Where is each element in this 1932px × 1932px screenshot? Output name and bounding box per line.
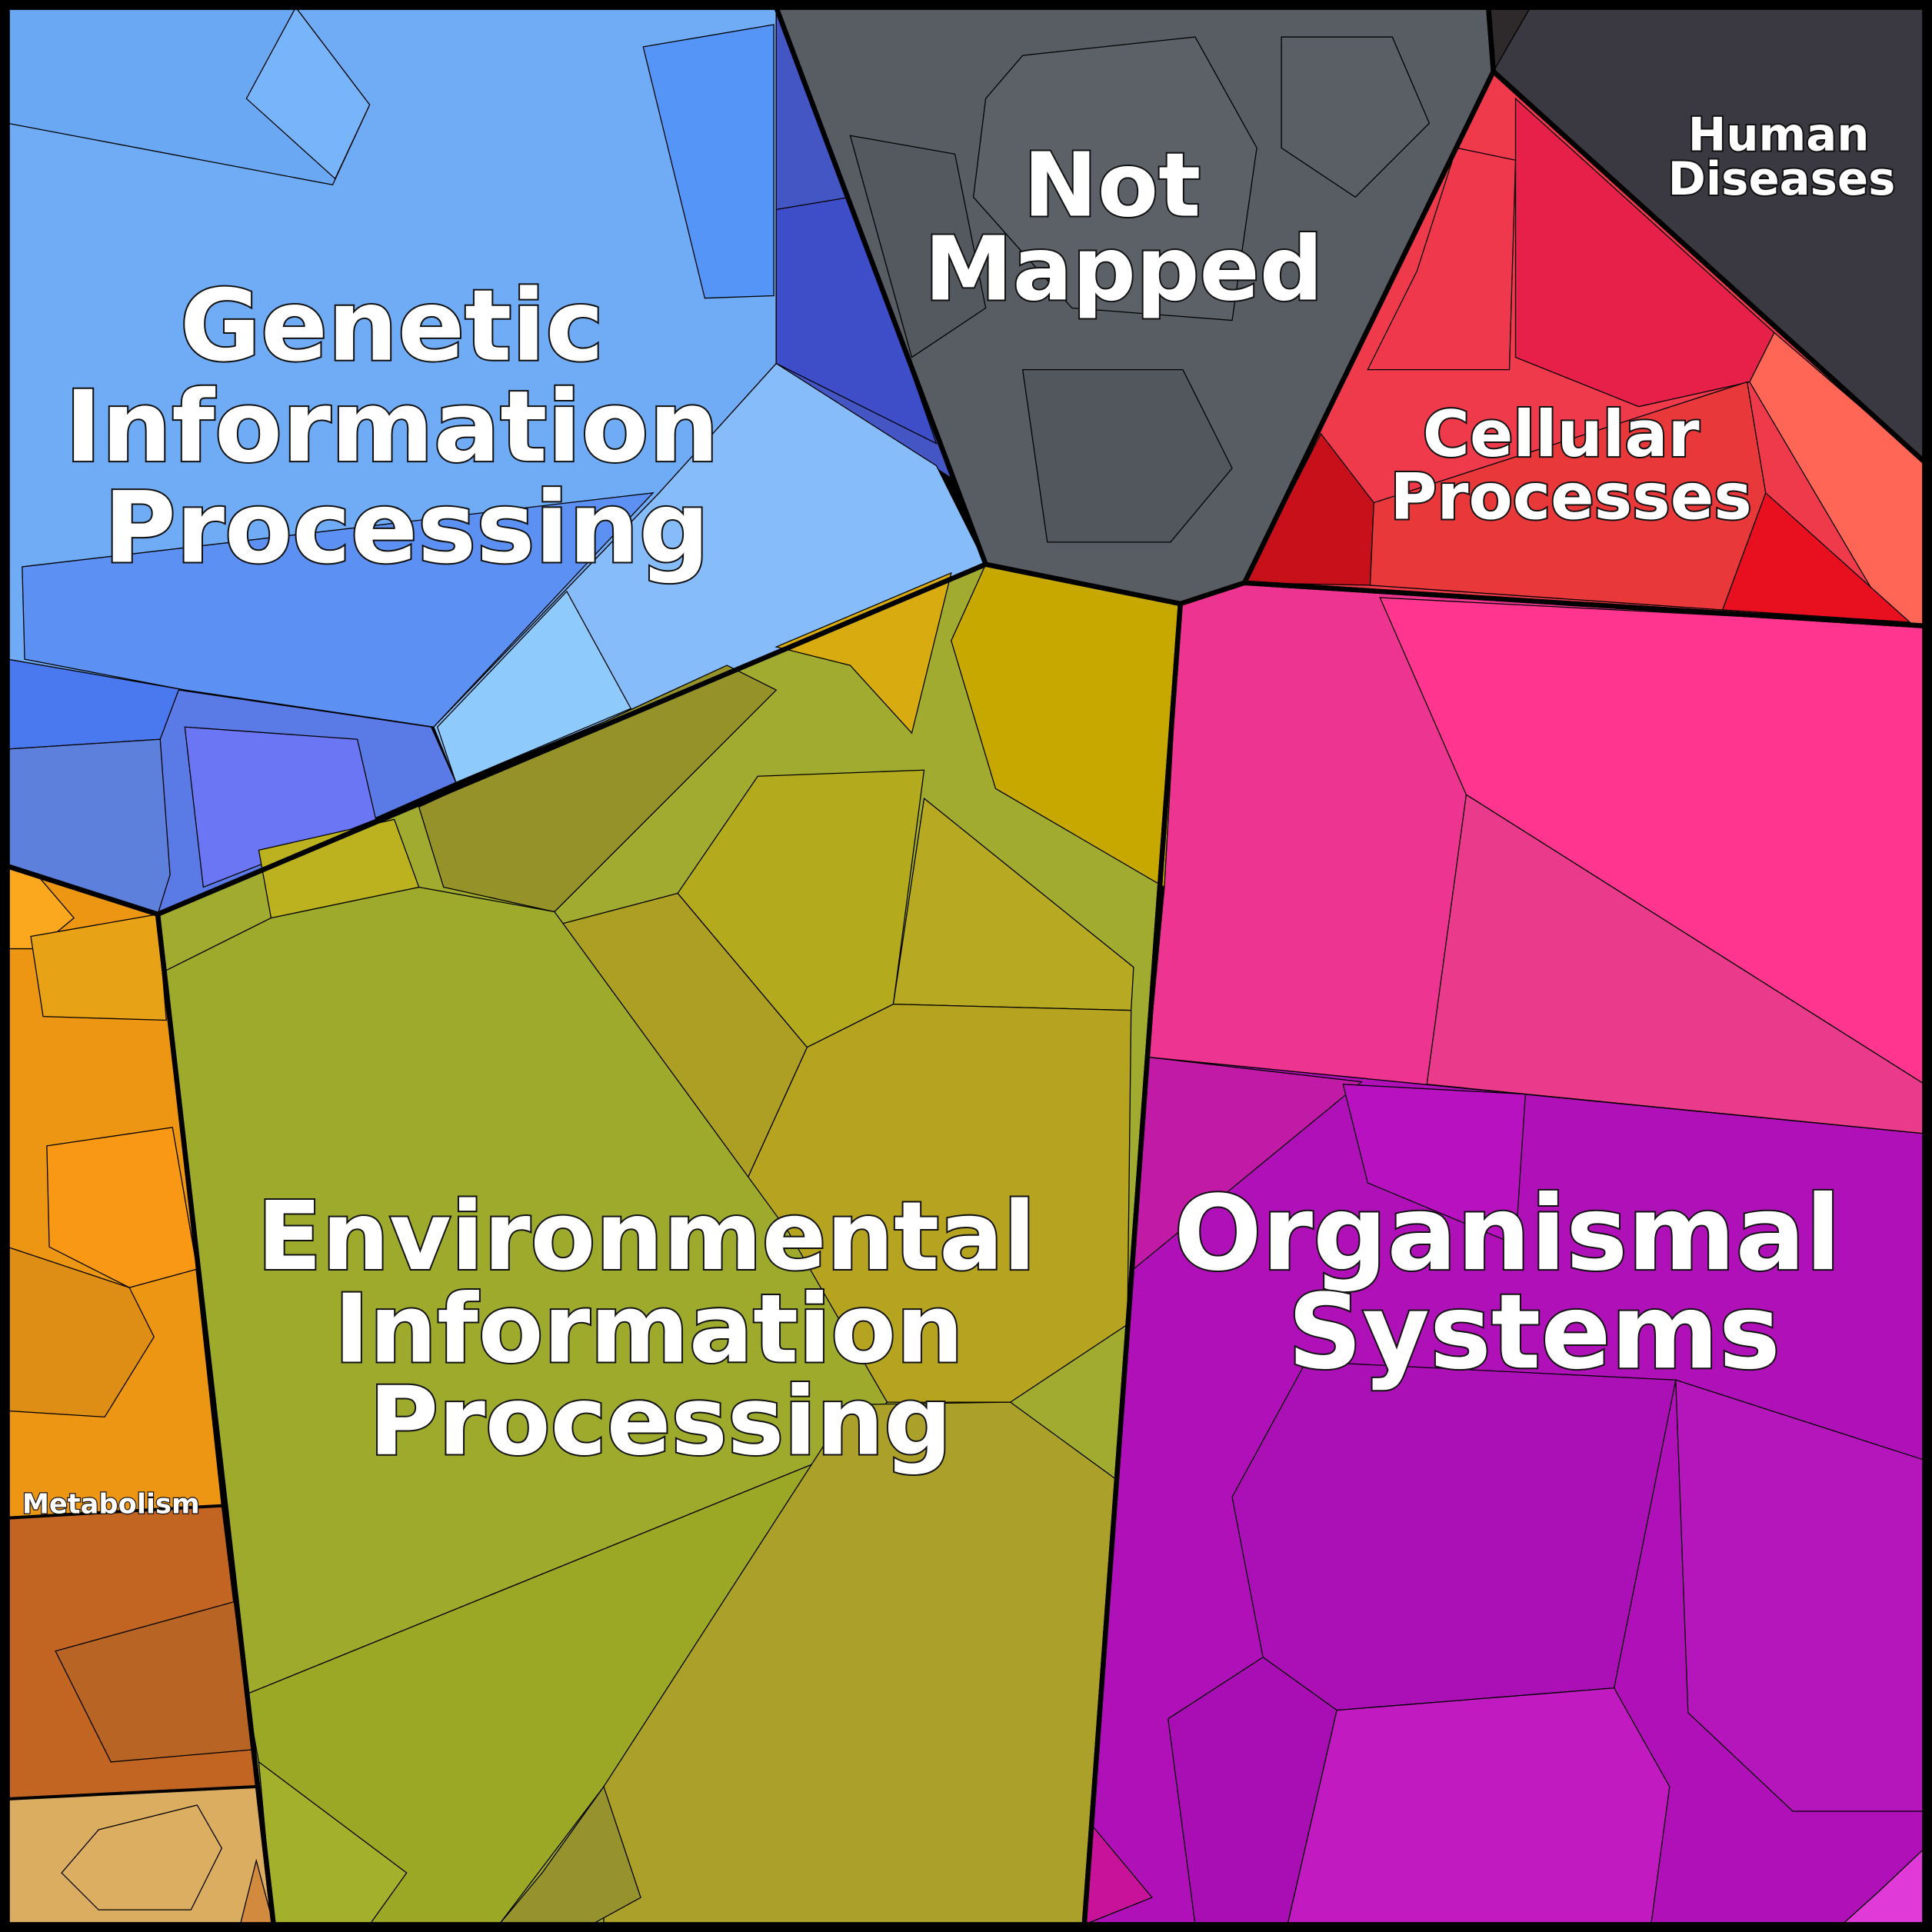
region-environmental-information-processing[interactable] xyxy=(157,564,1181,1926)
label-genetic-information-processing: Genetic Information Processing xyxy=(65,269,753,586)
region-not-mapped[interactable] xyxy=(775,6,1494,605)
region-metabolism[interactable] xyxy=(6,865,275,1926)
label-cellular-processes: Cellular Processes xyxy=(1390,397,1751,535)
region-organismal-systems[interactable] xyxy=(1084,582,1926,1926)
label-environmental-information-processing: Environmental Information Processing xyxy=(257,1182,1069,1477)
region-cellular-processes[interactable] xyxy=(1244,70,1926,627)
label-metabolism: Metabolism xyxy=(22,1488,200,1520)
label-not-mapped: Not Mapped xyxy=(924,134,1323,321)
label-organismal-systems: Organismal Systems xyxy=(1174,1173,1877,1392)
label-human-diseases: Human Diseases xyxy=(1668,108,1896,205)
